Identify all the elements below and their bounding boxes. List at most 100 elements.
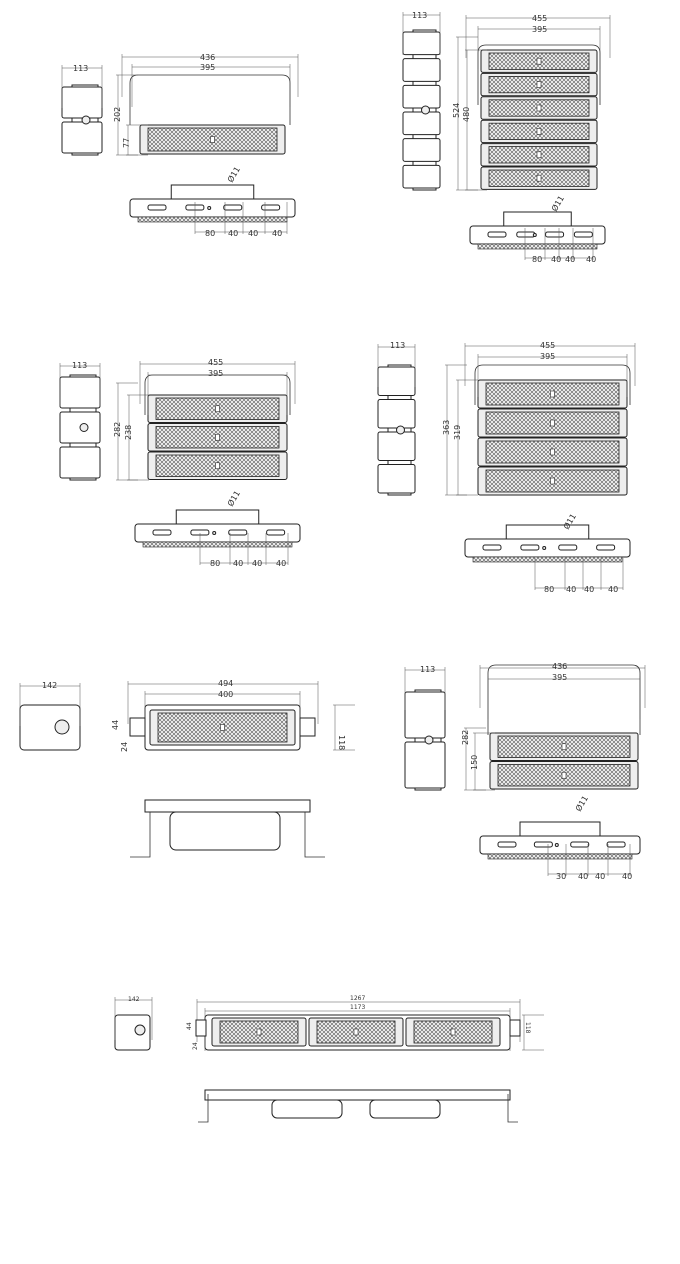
module-label-plate — [550, 448, 555, 456]
side-view-module — [377, 464, 416, 494]
side-view-module — [59, 376, 101, 409]
spacing-label: 30 — [556, 872, 566, 881]
side-view-module — [404, 741, 446, 789]
module-label-plate — [561, 743, 567, 751]
side-view-module — [377, 366, 416, 396]
module-width-label: 1173 — [350, 1004, 365, 1011]
mounting-hole — [212, 531, 217, 535]
spacing-label: 40 — [608, 585, 618, 594]
module-height-label: 319 — [453, 425, 462, 440]
spacing-label: 40 — [252, 559, 262, 568]
drawing-linear-one-module: 142 494 400 44 24 118 — [42, 679, 346, 752]
bottom-view-housing — [144, 799, 311, 813]
hole-label: Ø11 — [225, 489, 242, 508]
side-width-label: 113 — [412, 11, 427, 20]
overall-width-label: 436 — [200, 53, 215, 62]
spacing-label: 40 — [233, 559, 243, 568]
overall-height-label: 524 — [452, 103, 461, 118]
hole-label: Ø11 — [549, 194, 566, 213]
side-view-module — [377, 399, 416, 429]
pivot-knob — [421, 105, 430, 115]
mounting-slot — [487, 231, 507, 238]
drawing-linear-three-module: 142 1267 1173 44 24 118 — [128, 995, 531, 1050]
heat-sink-fins — [142, 541, 293, 548]
bottom-view-driver — [169, 811, 281, 851]
mounting-slot — [520, 544, 540, 551]
side-view-module — [404, 691, 446, 739]
overall-width-label: 455 — [532, 14, 547, 23]
side-width-label: 113 — [420, 665, 435, 674]
spacing-label: 40 — [595, 872, 605, 881]
spacing-label: 40 — [228, 229, 238, 238]
overall-width-label: 1267 — [350, 995, 365, 1002]
module-label-plate — [210, 136, 215, 143]
mounting-bracket — [487, 664, 641, 735]
end-bracket — [509, 1019, 521, 1037]
module-width-label: 395 — [532, 25, 547, 34]
side-width-label: 113 — [72, 361, 87, 370]
overall-width-label: 494 — [218, 679, 233, 688]
mounting-slot — [573, 231, 593, 238]
module-label-plate — [450, 1028, 456, 1036]
module-label-plate — [536, 128, 542, 135]
spacing-label: 80 — [205, 229, 215, 238]
mounting-slot — [606, 841, 626, 848]
mounting-slot — [152, 529, 172, 536]
heat-sink-fins — [472, 556, 623, 563]
spacing-label: 40 — [248, 229, 258, 238]
overall-height-label: 363 — [442, 420, 451, 435]
spacing-label: 40 — [584, 585, 594, 594]
overall-width-label: 455 — [540, 341, 555, 350]
spacing-label: 80 — [544, 585, 554, 594]
side-width-label: 142 — [128, 996, 140, 1003]
spacing-label: 40 — [578, 872, 588, 881]
module-height-label: 77 — [122, 138, 131, 148]
side-view-module — [377, 431, 416, 461]
slot-label: 24 — [192, 1042, 199, 1050]
module-label-plate — [561, 771, 567, 779]
bottom-view-bracket — [505, 524, 590, 540]
hole-label: Ø11 — [573, 794, 590, 813]
spacing-label: 40 — [566, 585, 576, 594]
overall-width-label: 455 — [208, 358, 223, 367]
hole-label: Ø11 — [225, 165, 242, 184]
end-bracket — [195, 1019, 207, 1037]
module-label-plate — [256, 1028, 262, 1036]
mounting-hole — [554, 843, 559, 847]
mounting-slot — [482, 544, 502, 551]
spacing-label: 40 — [565, 255, 575, 264]
mounting-slot — [516, 231, 536, 238]
mounting-slot — [228, 529, 248, 536]
side-view-module — [402, 138, 441, 162]
heat-sink-fins — [137, 216, 288, 223]
slot-label: 44 — [186, 1022, 193, 1030]
module-label-plate — [215, 462, 220, 470]
side-view-module — [402, 84, 441, 109]
side-width-label: 113 — [390, 341, 405, 350]
overall-height-label: 282 — [461, 730, 470, 745]
mounting-slot — [147, 204, 167, 211]
heat-sink-fins — [477, 243, 598, 250]
height-label: 118 — [337, 735, 346, 750]
spacing-label: 40 — [276, 559, 286, 568]
pivot-knob — [79, 423, 89, 432]
side-view-module — [402, 58, 441, 82]
module-label-plate — [536, 104, 542, 112]
mounting-bracket — [129, 74, 291, 125]
mounting-hole — [207, 206, 212, 210]
module-width-label: 400 — [218, 690, 233, 699]
mounting-slot — [266, 529, 286, 536]
module-width-label: 395 — [540, 352, 555, 361]
module-width-label: 395 — [200, 63, 215, 72]
mounting-hole — [542, 546, 547, 550]
side-view-housing — [19, 704, 81, 751]
module-label-plate — [536, 81, 542, 88]
mounting-bracket — [474, 364, 631, 405]
mounting-slot — [261, 204, 281, 211]
side-width-label: 142 — [42, 681, 57, 690]
side-view-module — [61, 121, 103, 154]
module-label-plate — [215, 433, 220, 441]
pivot-knob — [424, 735, 434, 745]
mounting-slot — [545, 231, 565, 238]
